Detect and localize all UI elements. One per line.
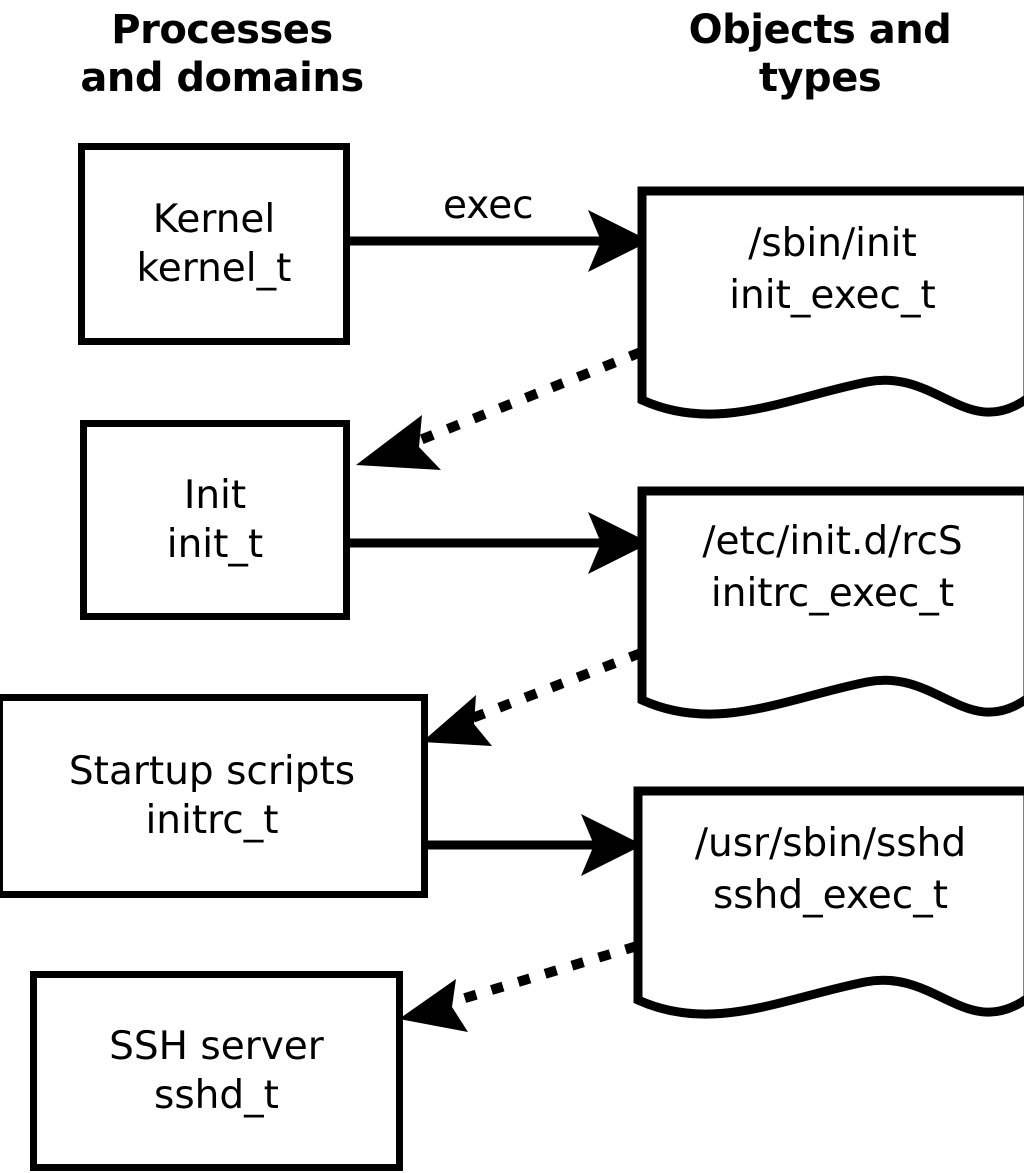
process-node-init[interactable]: Init init_t — [80, 420, 350, 620]
edge-init-exec-initrc — [350, 512, 650, 574]
process-node-ssh-server-type: sshd_t — [154, 1073, 279, 1118]
document-shape-icon — [637, 186, 1024, 419]
edge-initrc-exec-sshd — [428, 814, 643, 876]
column-header-processes-and-domains: Processes and domains — [80, 7, 364, 101]
column-header-objects-and-types: Objects and types — [688, 7, 952, 101]
document-shape-icon — [637, 486, 1024, 719]
document-shape-icon — [633, 786, 1024, 1019]
process-node-startup-scripts-name: Startup scripts — [68, 749, 356, 794]
edge-sshd-exec-to-sshd — [399, 941, 639, 1032]
object-node-init-exec[interactable]: /sbin/init init_exec_t — [637, 186, 1024, 434]
process-node-ssh-server-name: SSH server — [109, 1024, 324, 1069]
edge-label-exec: exec — [443, 183, 534, 228]
process-node-startup-scripts-type: initrc_t — [145, 798, 279, 843]
process-node-kernel-name: Kernel — [152, 197, 276, 242]
object-node-initrc-exec[interactable]: /etc/init.d/rcS initrc_exec_t — [637, 486, 1024, 734]
edge-init-exec-to-init — [356, 347, 643, 470]
edge-initrc-exec-to-initrc — [422, 648, 643, 746]
process-node-init-type: init_t — [166, 522, 264, 567]
object-node-sshd-exec[interactable]: /usr/sbin/sshd sshd_exec_t — [633, 786, 1024, 1034]
process-node-init-name: Init — [183, 473, 247, 518]
process-node-ssh-server[interactable]: SSH server sshd_t — [30, 971, 403, 1171]
process-node-startup-scripts[interactable]: Startup scripts initrc_t — [0, 694, 428, 898]
process-node-kernel[interactable]: Kernel kernel_t — [78, 143, 350, 345]
process-node-kernel-type: kernel_t — [136, 246, 292, 291]
